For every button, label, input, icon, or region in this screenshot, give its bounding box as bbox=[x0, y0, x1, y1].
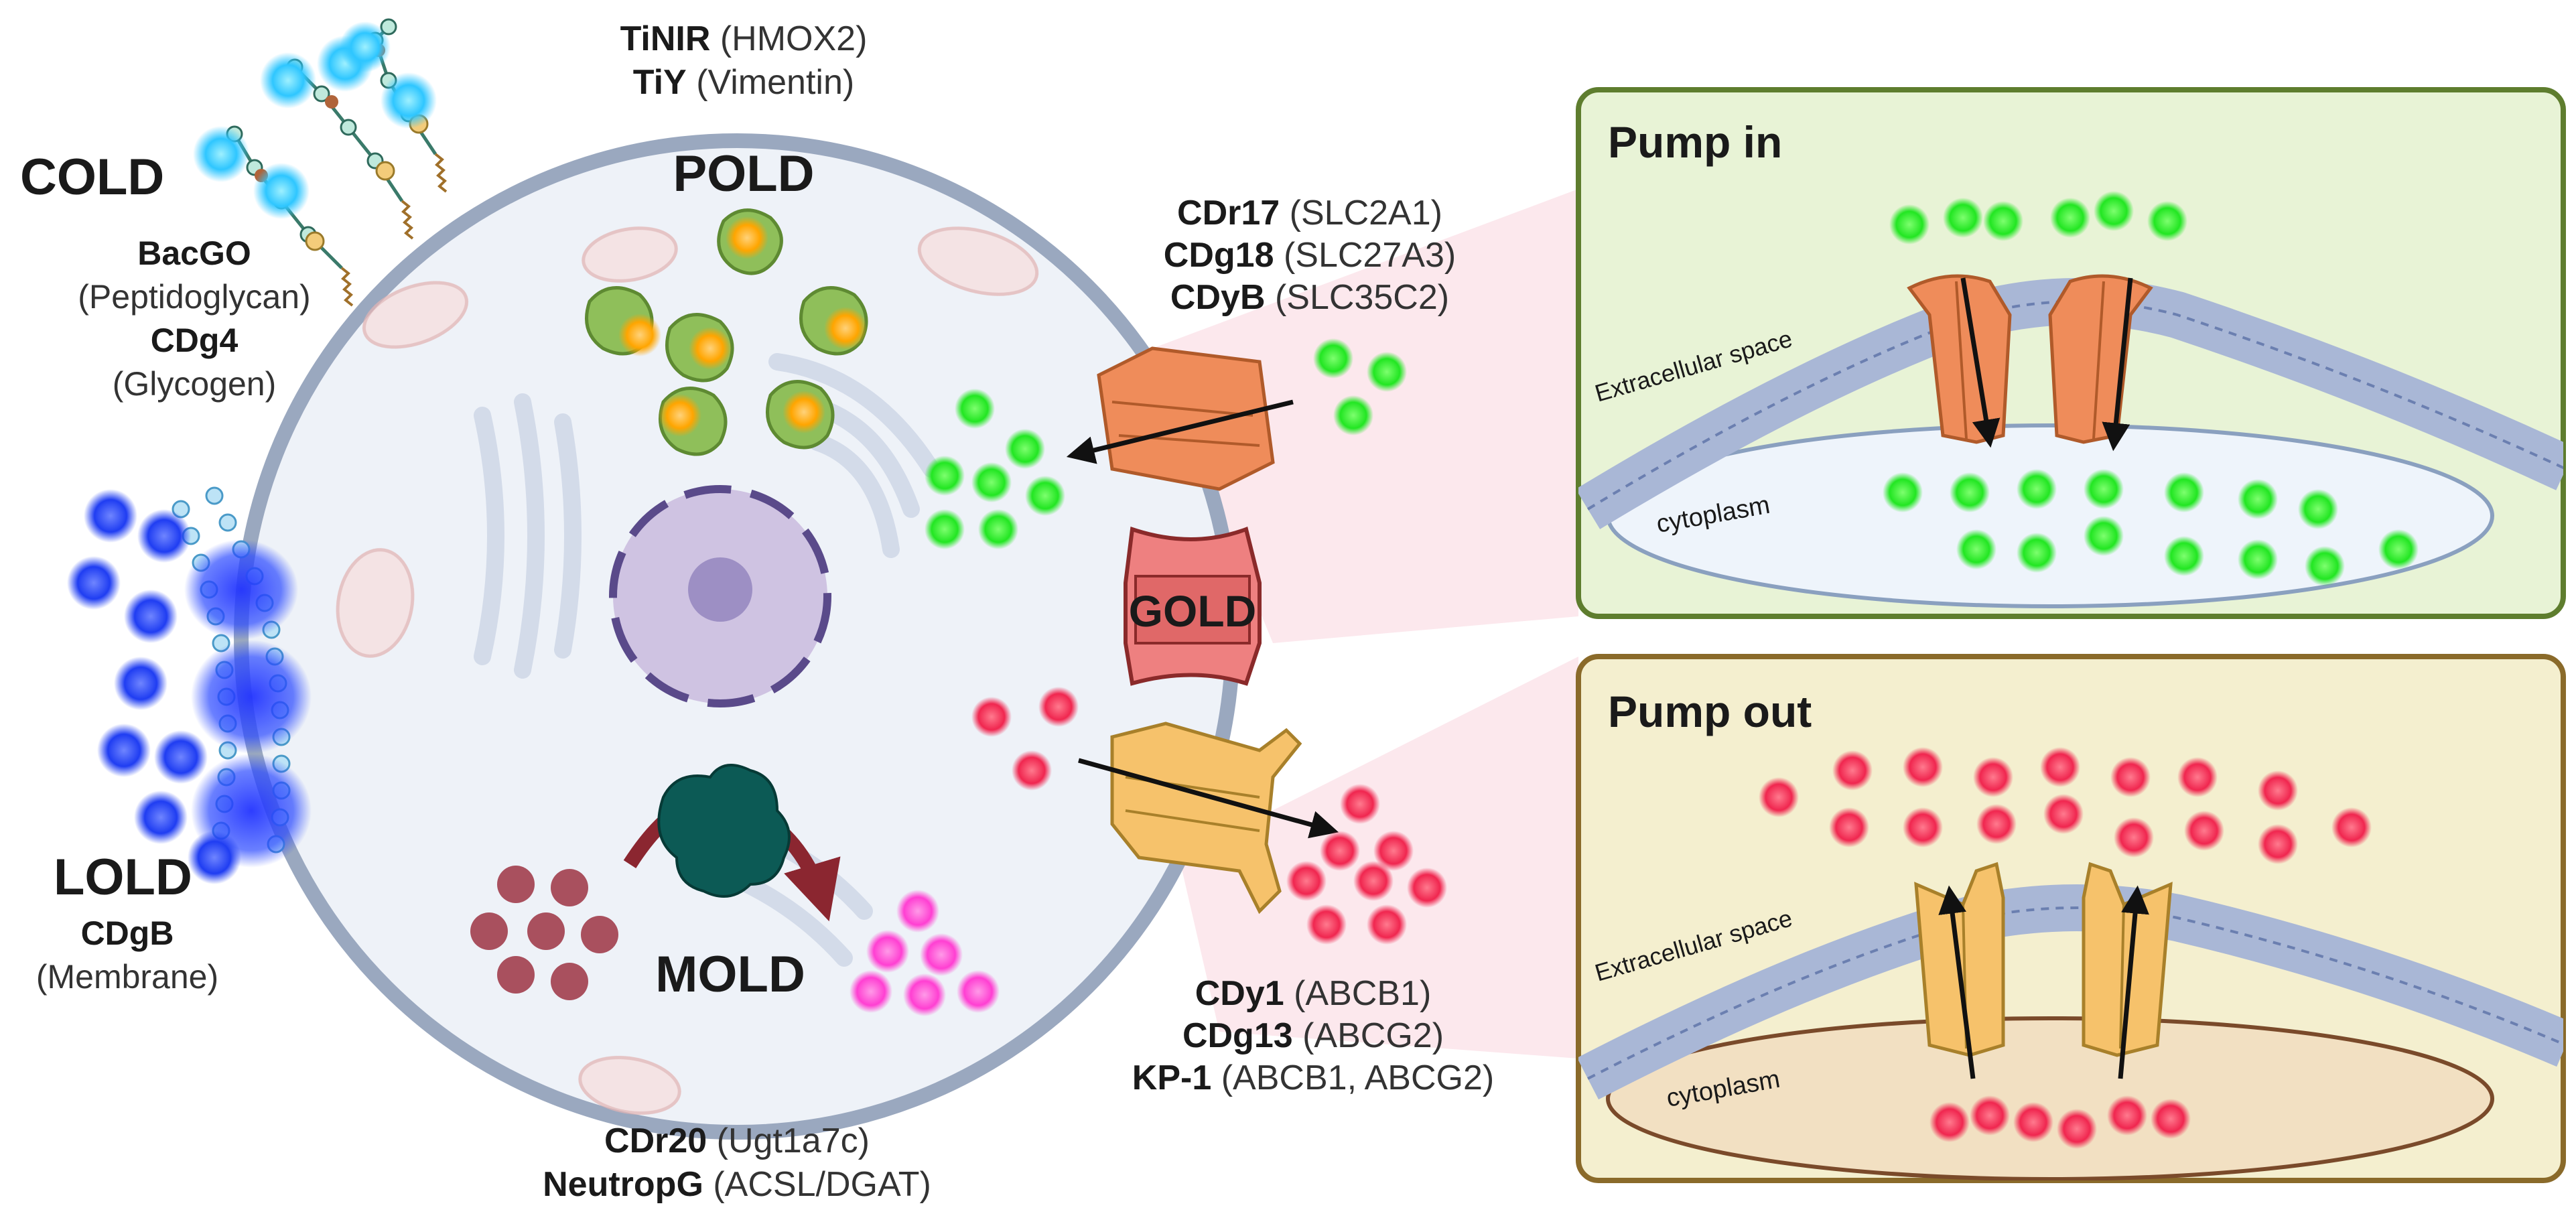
lold-line-1: CDgB bbox=[81, 914, 174, 952]
cold-title: COLD bbox=[20, 149, 164, 206]
pump-out-title: Pump out bbox=[1608, 687, 1812, 736]
pump-out-arrow-left bbox=[1938, 885, 1976, 1079]
gold-channel bbox=[1124, 526, 1262, 686]
top-label-1: TiNIR (HMOX2) bbox=[620, 19, 868, 58]
pump-in-green-dots bbox=[1883, 191, 2419, 586]
cell-pump-in-transporter bbox=[1097, 346, 1275, 491]
pump-out-probe-3: KP-1 (ABCB1, ABCG2) bbox=[1132, 1059, 1494, 1097]
outside-green-dots bbox=[1313, 338, 1407, 435]
pump-in-arrow-left bbox=[1960, 277, 2001, 448]
glycan-spring-tails bbox=[340, 153, 448, 307]
pump-in-probe-1: CDr17 (SLC2A1) bbox=[1177, 194, 1442, 232]
lold-blue-dots bbox=[67, 489, 241, 884]
cell-green-dots bbox=[925, 389, 1065, 549]
pump-in-title: Pump in bbox=[1608, 117, 1782, 167]
lold-line-2: (Membrane) bbox=[36, 958, 218, 996]
bottom-label-2: NeutropG (ACSL/DGAT) bbox=[543, 1165, 931, 1204]
cell-pump-out-transporter bbox=[1110, 722, 1302, 914]
pump-out-panel bbox=[1576, 654, 2566, 1183]
mold-maroon-dots bbox=[470, 866, 618, 1000]
lold-blue-band-2 bbox=[191, 640, 312, 754]
cold-line-4: (Glycogen) bbox=[113, 365, 277, 403]
cell-red-dots bbox=[971, 687, 1079, 791]
lold-title: LOLD bbox=[54, 849, 192, 906]
cell bbox=[234, 133, 1240, 1140]
gold-label: GOLD bbox=[1129, 586, 1257, 636]
outside-red-dots bbox=[1286, 784, 1447, 945]
cold-line-1: BacGO bbox=[137, 234, 251, 272]
pump-out-probe-1: CDy1 (ABCB1) bbox=[1195, 974, 1432, 1013]
cold-line-2: (Peptidoglycan) bbox=[78, 278, 310, 316]
nucleolus bbox=[688, 557, 752, 622]
pump-out-red-dots bbox=[1759, 747, 2372, 1149]
pold-label: POLD bbox=[673, 145, 814, 202]
pump-out-cytoplasm bbox=[1606, 1016, 2494, 1180]
pump-in-probe-2: CDg18 (SLC27A3) bbox=[1164, 236, 1456, 275]
pump-out-probe-2: CDg13 (ABCG2) bbox=[1182, 1016, 1444, 1055]
pump-out-arrow-right bbox=[2118, 885, 2149, 1079]
cold-line-3: CDg4 bbox=[151, 322, 239, 359]
mold-magenta-dots bbox=[850, 890, 1000, 1016]
mold-label: MOLD bbox=[655, 946, 805, 1003]
bottom-label-1: CDr20 (Ugt1a7c) bbox=[604, 1121, 870, 1160]
pump-in-probe-3: CDyB (SLC35C2) bbox=[1170, 278, 1449, 317]
mold-enzyme bbox=[657, 764, 791, 898]
pold-proteins bbox=[585, 208, 868, 456]
cold-glycan-chains bbox=[193, 18, 448, 307]
mitochondria-faint bbox=[336, 226, 1039, 1115]
lold-membrane-stack bbox=[172, 486, 312, 868]
lold-blue-band-1 bbox=[184, 539, 298, 640]
cell-pump-in-arrow bbox=[1066, 399, 1294, 464]
pump-in-panel bbox=[1576, 87, 2566, 619]
pump-in-arrow-right bbox=[2102, 277, 2133, 452]
cell-pump-out-arrow bbox=[1078, 758, 1339, 839]
cold-cyan-probes bbox=[193, 21, 437, 219]
top-label-2: TiY (Vimentin) bbox=[633, 63, 854, 102]
